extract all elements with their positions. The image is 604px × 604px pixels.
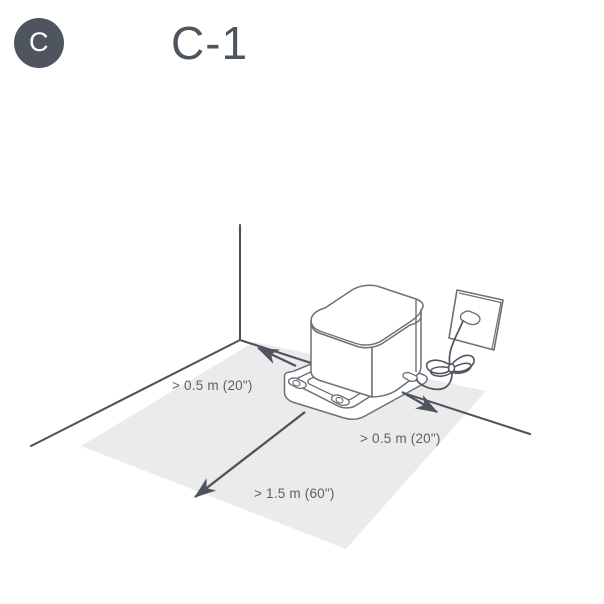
power-cord-bow-knot (447, 363, 456, 373)
front-clearance-arrow (194, 411, 306, 498)
dock-charging-contact-right (330, 394, 350, 407)
left-clearance-label: > 0.5 m (20") (172, 378, 253, 393)
step-badge: C (14, 18, 64, 68)
dock-tower-top-ridge (310, 309, 422, 346)
floor-baseline-left (29, 338, 242, 448)
dock-charging-contact-left (287, 377, 307, 390)
left-clearance-arrow (256, 346, 297, 368)
step-badge-letter: C (29, 26, 49, 57)
power-cord-bow-left-loop (425, 359, 451, 375)
power-cord-lower (415, 372, 453, 391)
power-plug (459, 310, 481, 326)
page-title: C-1 (171, 17, 249, 69)
power-cord-bow-left-loop-2 (429, 366, 452, 377)
power-cord-bow-right-loop (451, 354, 475, 373)
dock-group (283, 284, 428, 421)
dock-tower-left-face (310, 320, 373, 398)
right-clearance-label: > 0.5 m (20") (360, 431, 441, 446)
page-header: C C-1 (0, 0, 604, 100)
right-clearance-arrow (401, 391, 438, 413)
front-clearance-label: > 1.5 m (60") (254, 486, 335, 501)
power-cord-bow-right-loop-2 (451, 362, 472, 375)
wall-outlet-group (415, 289, 504, 391)
wall-outlet-faceplate-edge (458, 292, 502, 350)
